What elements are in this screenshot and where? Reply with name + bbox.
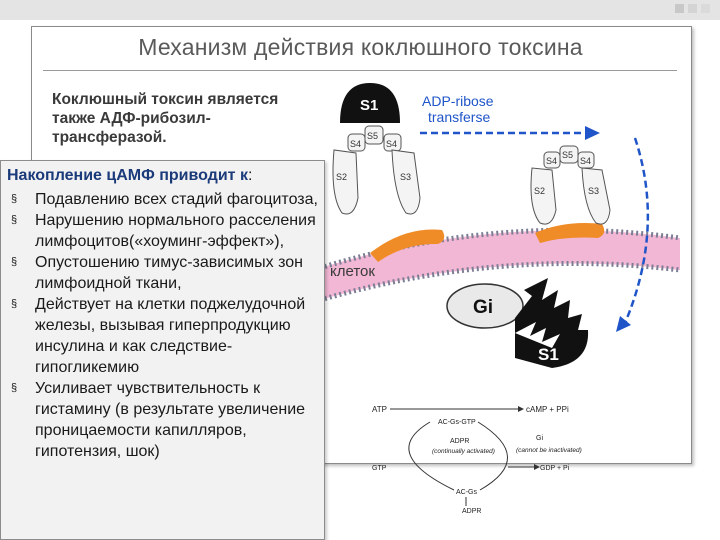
receptor-left — [370, 229, 445, 262]
effect-item: § Нарушению нормального расселения лимфоц… — [11, 210, 321, 252]
mini-gdp: GDP + Pi — [540, 465, 570, 472]
mini-cannot: (cannot be inactivated) — [516, 447, 582, 454]
effect-item: § Опустошению тимус-зависимых зон лимфоид… — [11, 252, 321, 294]
label-s3-right: S3 — [588, 186, 599, 196]
partial-text: клеток — [330, 263, 375, 280]
subunit-s2-left — [332, 149, 359, 215]
label-s4a-right: S4 — [546, 156, 557, 166]
effect-item: § Усиливает чувствительность к гистамину … — [11, 378, 321, 462]
label-gi: Gi — [473, 297, 493, 318]
camp-effects-title-bold: Накопление цАМФ приводит к — [7, 167, 248, 184]
label-s4a-left: S4 — [350, 139, 361, 149]
toxin-mechanism-diagram: S1 S5 S4 S4 S2 S3 ADP-ribose transferse … — [320, 83, 680, 368]
label-s5-right: S5 — [562, 150, 573, 160]
label-s3-left: S3 — [400, 172, 411, 182]
subunit-s3-right — [581, 167, 611, 225]
label-s1-left: S1 — [360, 97, 378, 114]
enzyme-label-line1: ADP-ribose — [422, 93, 494, 109]
subunit-s2-right — [530, 167, 557, 225]
bullet-icon: § — [11, 298, 18, 310]
bullet-icon: § — [11, 214, 18, 226]
effect-text: Усиливает чувствительность к гистамину (… — [35, 380, 306, 460]
camp-effects-box: Накопление цАМФ приводит к: § Подавлению … — [0, 160, 325, 540]
label-s2-right: S2 — [534, 186, 545, 196]
toxin-s1-dome — [340, 83, 400, 123]
title-underline — [43, 70, 677, 71]
mini-gdp-arrowhead — [534, 464, 540, 470]
mini-adpr-top: ADPR — [450, 438, 469, 445]
bullet-icon: § — [11, 256, 18, 268]
effect-item: § Действует на клетки поджелудочной желез… — [11, 294, 321, 378]
camp-effects-title-rest: : — [247, 167, 253, 184]
top-square-2 — [688, 4, 697, 13]
subunit-s5-left — [364, 125, 384, 145]
camp-effects-title: Накопление цАМФ приводит к: — [7, 167, 252, 185]
receptor-right — [535, 223, 605, 243]
arrow-top-head — [585, 126, 600, 140]
subunit-s4a-right — [543, 151, 561, 169]
s1-jaws — [515, 278, 589, 368]
mini-continually: (continually activated) — [432, 448, 495, 455]
slide-title: Механизм действия коклюшного токсина — [138, 34, 583, 60]
camp-cycle-diagram: ATP cAMP + PPi AC-Gs-GTP ADPR (continual… — [372, 405, 582, 515]
gi-protein — [446, 283, 524, 329]
mini-atp-arrowhead — [518, 406, 524, 412]
bullet-icon: § — [11, 193, 18, 205]
subunit-s4a-left — [347, 133, 366, 152]
membrane-inner-dots — [320, 260, 680, 303]
mini-cycle-left — [408, 421, 455, 491]
mini-gi: Gi — [536, 435, 543, 442]
enzyme-label-line2: transferse — [428, 109, 490, 125]
cell-membrane — [320, 230, 680, 300]
label-s2-left: S2 — [336, 172, 347, 182]
top-square-1 — [675, 4, 684, 13]
top-band — [0, 0, 720, 20]
top-square-3 — [701, 4, 710, 13]
arrow-down — [623, 137, 650, 324]
bullet-icon: § — [11, 382, 18, 394]
effect-item: § Подавлению всех стадий фагоцитоза, — [11, 189, 321, 210]
effect-text: Нарушению нормального расселения лимфоци… — [35, 212, 316, 250]
label-s4b-right: S4 — [580, 156, 591, 166]
label-s5-left: S5 — [367, 131, 378, 141]
effect-text: Действует на клетки поджелудочной железы… — [35, 296, 306, 376]
mini-ac-gs: AC-Gs — [456, 489, 478, 496]
mini-camp: cAMP + PPi — [526, 405, 569, 414]
effect-text: Подавлению всех стадий фагоцитоза, — [35, 191, 318, 208]
mini-ac-gs-gtp: AC-Gs-GTP — [438, 419, 476, 426]
mini-atp: ATP — [372, 405, 387, 414]
intro-text: Коклюшный токсин является также АДФ-рибо… — [52, 91, 279, 146]
subunit-s3-left — [391, 149, 421, 215]
mini-gtp: GTP — [372, 465, 387, 472]
membrane-outer-dots — [320, 227, 680, 271]
effect-text: Опустошению тимус-зависимых зон лимфоидн… — [35, 254, 303, 292]
camp-effects-list: § Подавлению всех стадий фагоцитоза, § Нар… — [11, 189, 321, 462]
mini-adpr-bottom: ADPR — [462, 508, 481, 515]
s1-jaws-teeth — [515, 322, 560, 348]
label-s4b-left: S4 — [386, 139, 397, 149]
mini-cycle-right — [477, 421, 508, 491]
arrow-down-head — [616, 316, 631, 332]
label-s1-jaws: S1 — [538, 345, 559, 364]
